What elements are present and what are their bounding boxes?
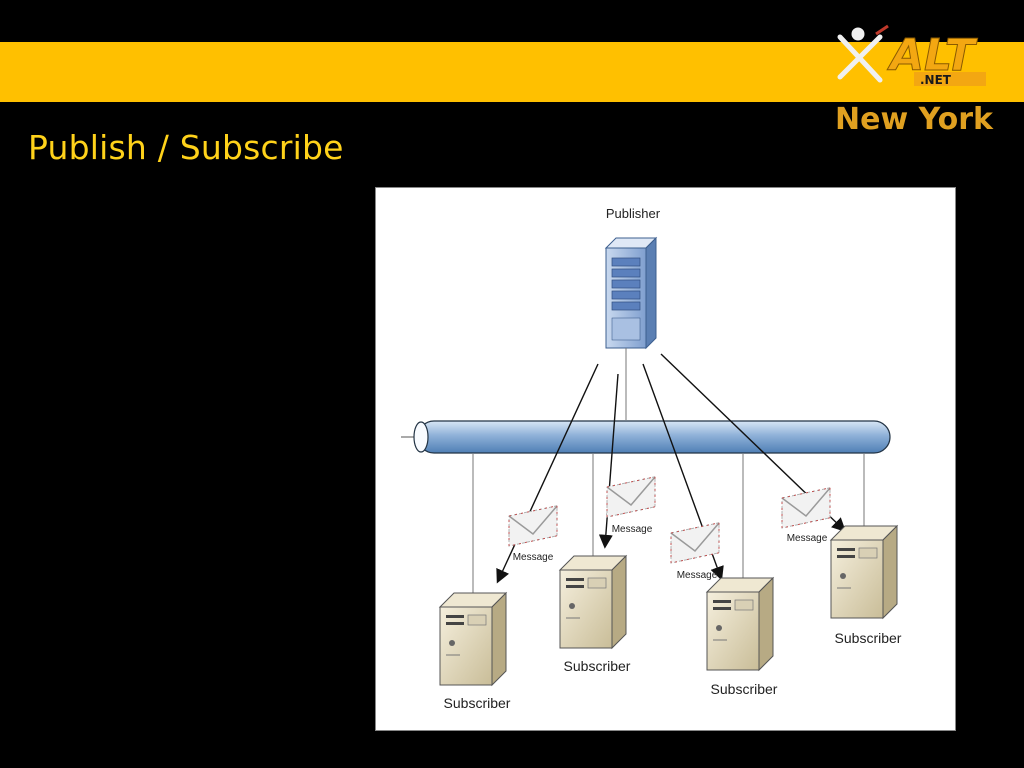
subscriber-3-label: Subscriber <box>711 681 778 697</box>
subscriber-3-server-icon <box>706 577 774 671</box>
bus-connectors <box>472 454 865 596</box>
message-3-label: Message <box>677 570 718 581</box>
message-2-label: Message <box>612 524 653 535</box>
message-4-label: Message <box>787 533 828 544</box>
logo-city: New York <box>835 102 994 137</box>
publisher-label: Publisher <box>606 206 661 221</box>
alt-net-logo: ALT .NET New York <box>828 22 1008 142</box>
subscriber-1-label: Subscriber <box>444 695 511 711</box>
message-3-envelope-icon <box>670 522 720 564</box>
subscriber-1-server-icon <box>439 592 507 686</box>
message-1-label: Message <box>513 552 554 563</box>
logo-figure-icon <box>837 27 883 83</box>
slide-title: Publish / Subscribe <box>28 128 344 167</box>
publisher-server-icon <box>604 236 658 350</box>
subscriber-2-label: Subscriber <box>564 658 631 674</box>
subscriber-4-server-icon <box>830 525 898 619</box>
subscriber-4-label: Subscriber <box>835 630 902 646</box>
message-1-envelope-icon <box>508 505 558 547</box>
message-2-envelope-icon <box>606 476 656 518</box>
message-4-envelope-icon <box>781 487 831 529</box>
message-bus-pipe-icon <box>401 420 891 454</box>
pubsub-diagram: Publisher <box>375 187 956 731</box>
subscriber-2-server-icon <box>559 555 627 649</box>
logo-net-text: .NET <box>920 73 952 87</box>
